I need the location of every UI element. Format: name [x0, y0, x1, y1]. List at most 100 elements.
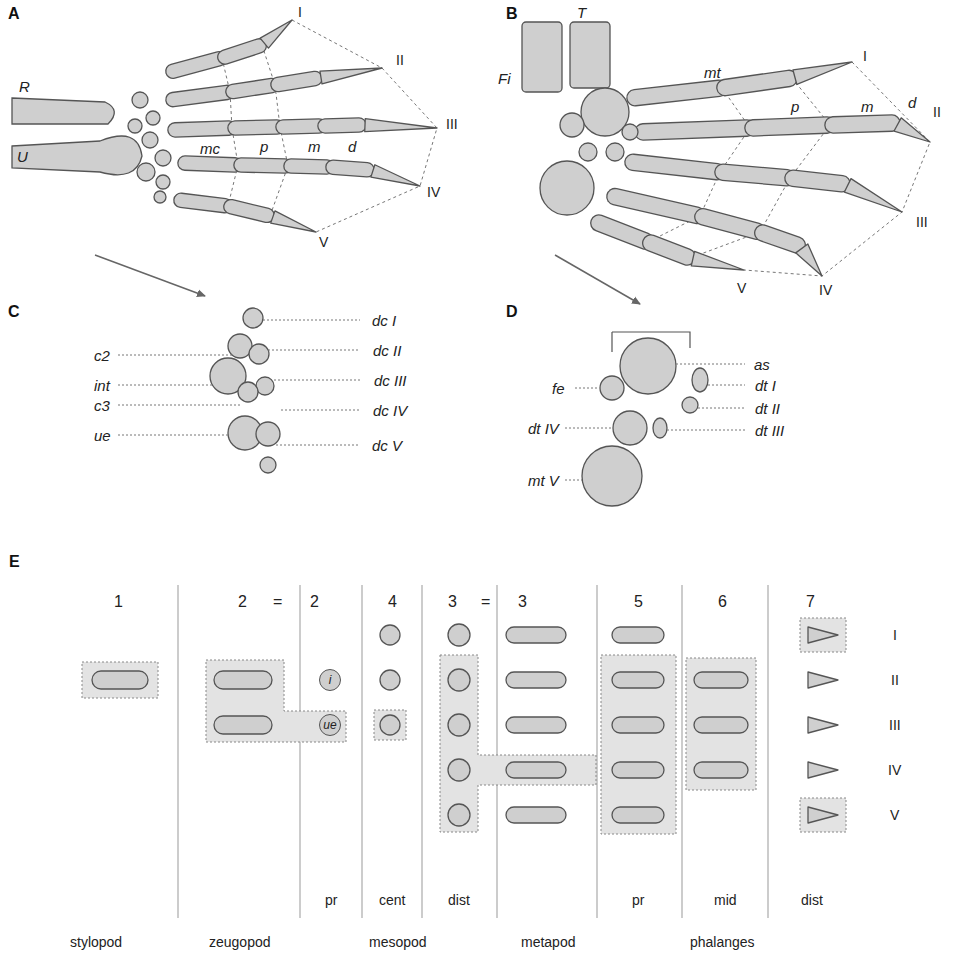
part-label: 7: [806, 594, 815, 610]
bone: [333, 167, 367, 170]
leader-line: [708, 385, 745, 386]
element-label: i: [329, 674, 332, 686]
homology-region: [374, 710, 406, 740]
panel-letter: B: [506, 6, 518, 22]
part-label: dc I: [372, 313, 396, 328]
part-label: cent: [379, 893, 405, 907]
tarsal-bone: [560, 113, 584, 137]
homology-region: [800, 798, 846, 832]
part-label: fe: [552, 381, 565, 396]
claw: [260, 20, 292, 48]
tarsal-bone: [613, 411, 647, 445]
astragalus: [581, 88, 629, 136]
homology-region: [686, 658, 756, 790]
part-label: metapod: [521, 935, 575, 949]
homology-region: [82, 662, 158, 698]
leader-line: [268, 350, 360, 351]
part-label: int: [94, 378, 110, 393]
bone-element: [612, 627, 664, 643]
part-label: 5: [634, 594, 643, 610]
part-label: II: [891, 673, 899, 687]
bone-element: [506, 672, 566, 688]
pointer-arrow: [95, 255, 205, 296]
claw: [371, 165, 420, 186]
distal-carpal-element: [448, 804, 470, 826]
part-label: I: [298, 5, 302, 19]
bone: [599, 223, 645, 241]
part-label: c3: [94, 398, 110, 413]
bone: [615, 197, 697, 216]
centrale-element: [380, 715, 400, 735]
part-label: m: [308, 139, 321, 154]
bone-element: [612, 762, 664, 778]
bone-outline: [763, 233, 797, 245]
column-divider: [300, 585, 301, 918]
part-label: III: [889, 718, 901, 732]
carpal-bone: [256, 377, 274, 395]
part-label: pr: [325, 893, 337, 907]
fibula-bone: [522, 22, 562, 92]
part-label: R: [19, 79, 30, 94]
carpal-bone: [137, 163, 155, 181]
part-label: dist: [801, 893, 823, 907]
part-label: IV: [888, 763, 901, 777]
leader-line: [281, 410, 360, 411]
part-label: 3: [518, 594, 527, 610]
leader-line: [575, 388, 598, 389]
bone-outline: [753, 125, 827, 128]
part-label: 1: [114, 594, 123, 610]
tarsal-bone: [622, 124, 638, 140]
part-label: m: [861, 99, 874, 114]
part-label: dc III: [374, 373, 407, 388]
column-divider: [178, 585, 179, 918]
part-label: I: [893, 628, 897, 642]
bone-element: [214, 671, 272, 689]
bone: [175, 128, 229, 130]
ungual-element: [808, 807, 838, 823]
leader-line: [276, 445, 360, 446]
metatarsal-bone: [582, 446, 642, 506]
leader-line: [667, 430, 745, 431]
part-label: phalanges: [690, 935, 755, 949]
bone-outline: [651, 243, 687, 257]
claw: [320, 68, 382, 84]
bone-outline: [291, 158, 327, 174]
part-label: dt II: [755, 401, 780, 416]
part-label: dc IV: [373, 403, 407, 418]
carpal-bone: [132, 92, 148, 108]
bone-outline: [241, 157, 285, 173]
bone: [173, 59, 219, 71]
part-label: mt V: [528, 473, 559, 488]
bone-outline: [185, 163, 235, 165]
distal-carpal-element: [448, 759, 470, 781]
bone: [181, 200, 225, 205]
homology-region: [601, 655, 676, 834]
part-label: dt III: [755, 423, 784, 438]
claw: [691, 251, 744, 270]
part-label: 2: [310, 594, 319, 610]
panel-letter: C: [8, 304, 20, 320]
bone-element: [92, 671, 148, 689]
carpal-bone: [260, 457, 276, 473]
part-label: I: [863, 49, 867, 63]
element-circle: ue: [319, 714, 341, 736]
part-label: as: [754, 357, 770, 372]
column-divider: [597, 585, 598, 918]
tarsal-bone: [692, 368, 708, 392]
tarsal-bone: [606, 143, 624, 161]
bone-outline: [233, 85, 272, 91]
claw: [793, 62, 852, 84]
part-label: V: [319, 235, 328, 249]
claw: [894, 118, 930, 142]
column-divider: [768, 585, 769, 918]
homology-region: [800, 618, 846, 652]
part-label: zeugopod: [209, 935, 271, 949]
bone: [635, 88, 719, 97]
bone: [643, 128, 747, 132]
part-label: d: [908, 95, 916, 110]
part-label: 2: [238, 594, 247, 610]
part-label: 3: [448, 594, 457, 610]
bone-outline: [723, 172, 787, 177]
bone: [325, 119, 359, 133]
leader-line: [676, 364, 745, 365]
